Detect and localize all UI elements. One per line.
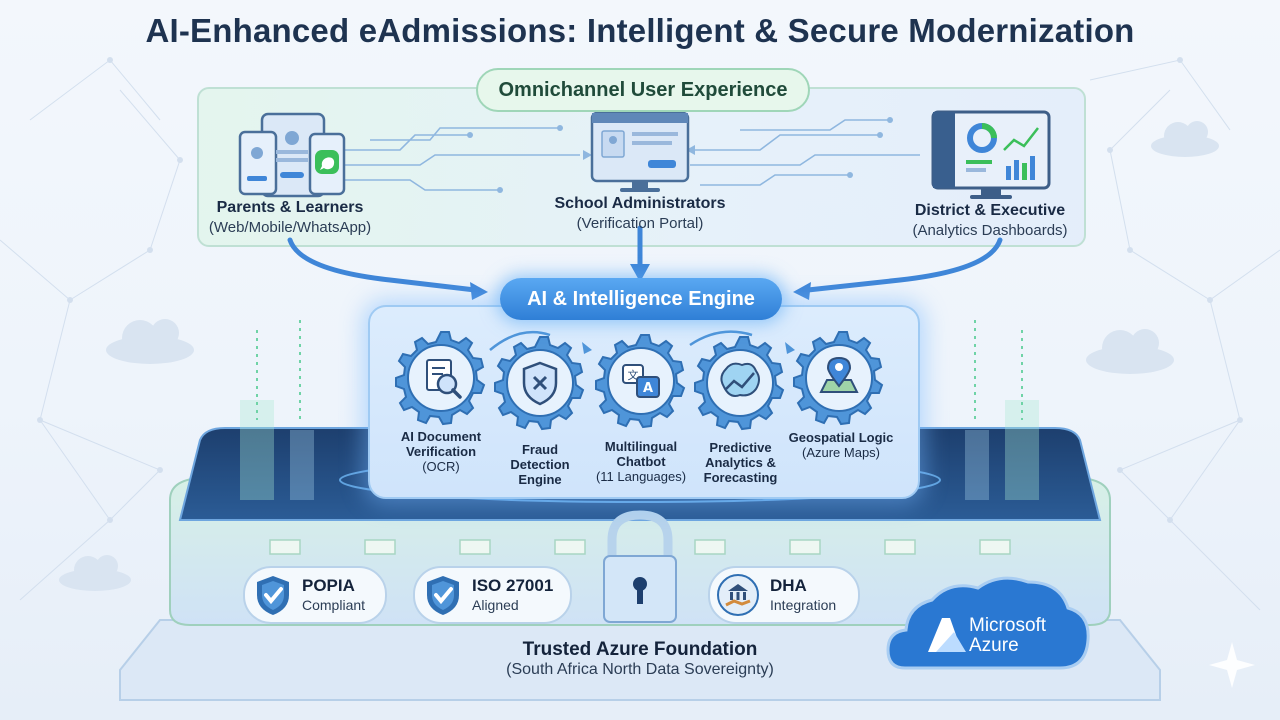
module-line1: Fraud: [521, 442, 559, 457]
module-predictive-analytics: Predictive Analytics & Forecasting: [688, 440, 793, 485]
persona-sub: (Web/Mobile/WhatsApp): [208, 219, 372, 236]
persona-sub: (Analytics Dashboards): [912, 222, 1068, 239]
module-line2: (Azure Maps): [801, 445, 881, 460]
module-document-verification: AI Document Verification (OCR): [386, 429, 496, 474]
azure-cloud-icon: [886, 576, 1090, 670]
badge-title: ISO 27001: [472, 576, 554, 595]
badge-iso-27001: ISO 27001 Aligned: [413, 566, 572, 624]
shield-x-icon: [494, 336, 584, 430]
badge-sub: Aligned: [472, 597, 519, 613]
document-search-icon: [395, 331, 485, 425]
badge-sub: Integration: [770, 597, 837, 613]
module-line3: (11 Languages): [595, 469, 687, 484]
translate-icon: 文 A: [595, 334, 685, 428]
foundation-subtitle: (South Africa North Data Sovereignty): [506, 661, 774, 678]
module-line1: Predictive: [709, 440, 772, 455]
azure-line1: Microsoft: [969, 615, 1047, 636]
map-pin-icon: [793, 331, 883, 425]
module-line2: Chatbot: [616, 454, 666, 469]
module-line3: Engine: [518, 472, 562, 487]
government-handshake-icon: [717, 574, 759, 616]
microsoft-azure-logo: Microsoft Azure: [969, 616, 1046, 656]
svg-text:文: 文: [628, 368, 639, 382]
brain-chart-icon: [694, 336, 784, 430]
shield-check-icon: [257, 576, 289, 615]
monitor-portal-icon: [590, 111, 690, 192]
module-line1: Multilingual: [604, 439, 678, 454]
persona-sub: (Verification Portal): [576, 215, 704, 232]
persona-label: District & Executive: [914, 202, 1066, 219]
module-fraud-detection: Fraud Detection Engine: [490, 442, 590, 487]
module-line1: Geospatial Logic: [788, 430, 894, 445]
foundation-title: Trusted Azure Foundation: [522, 639, 758, 660]
module-geospatial-logic: Geospatial Logic (Azure Maps): [780, 430, 902, 460]
badge-title: POPIA: [302, 576, 355, 595]
ai-engine-heading: AI & Intelligence Engine: [500, 278, 782, 320]
devices-icon: [238, 112, 346, 198]
module-line3: (OCR): [422, 459, 460, 474]
padlock-icon: [603, 510, 677, 623]
badge-title: DHA: [770, 576, 807, 595]
shield-check-icon: [427, 576, 459, 615]
azure-line2: Azure: [969, 635, 1019, 656]
module-line1: AI Document: [400, 429, 482, 444]
module-multilingual-chatbot: Multilingual Chatbot (11 Languages): [586, 439, 696, 484]
persona-label: School Administrators: [554, 195, 726, 212]
module-line2: Detection: [510, 457, 570, 472]
badge-sub: Compliant: [302, 597, 366, 613]
page-title: AI-Enhanced eAdmissions: Intelligent & S…: [145, 12, 1135, 49]
badge-popia: POPIA Compliant: [243, 566, 387, 624]
omnichannel-heading: Omnichannel User Experience: [476, 68, 810, 112]
dashboard-monitor-icon: [931, 110, 1051, 199]
badge-dha: DHA Integration: [708, 566, 860, 624]
module-line2: Verification: [405, 444, 477, 459]
module-line3: Forecasting: [703, 470, 778, 485]
module-line2: Analytics &: [705, 455, 776, 470]
persona-label: Parents & Learners: [216, 199, 364, 216]
svg-text:A: A: [643, 381, 653, 396]
